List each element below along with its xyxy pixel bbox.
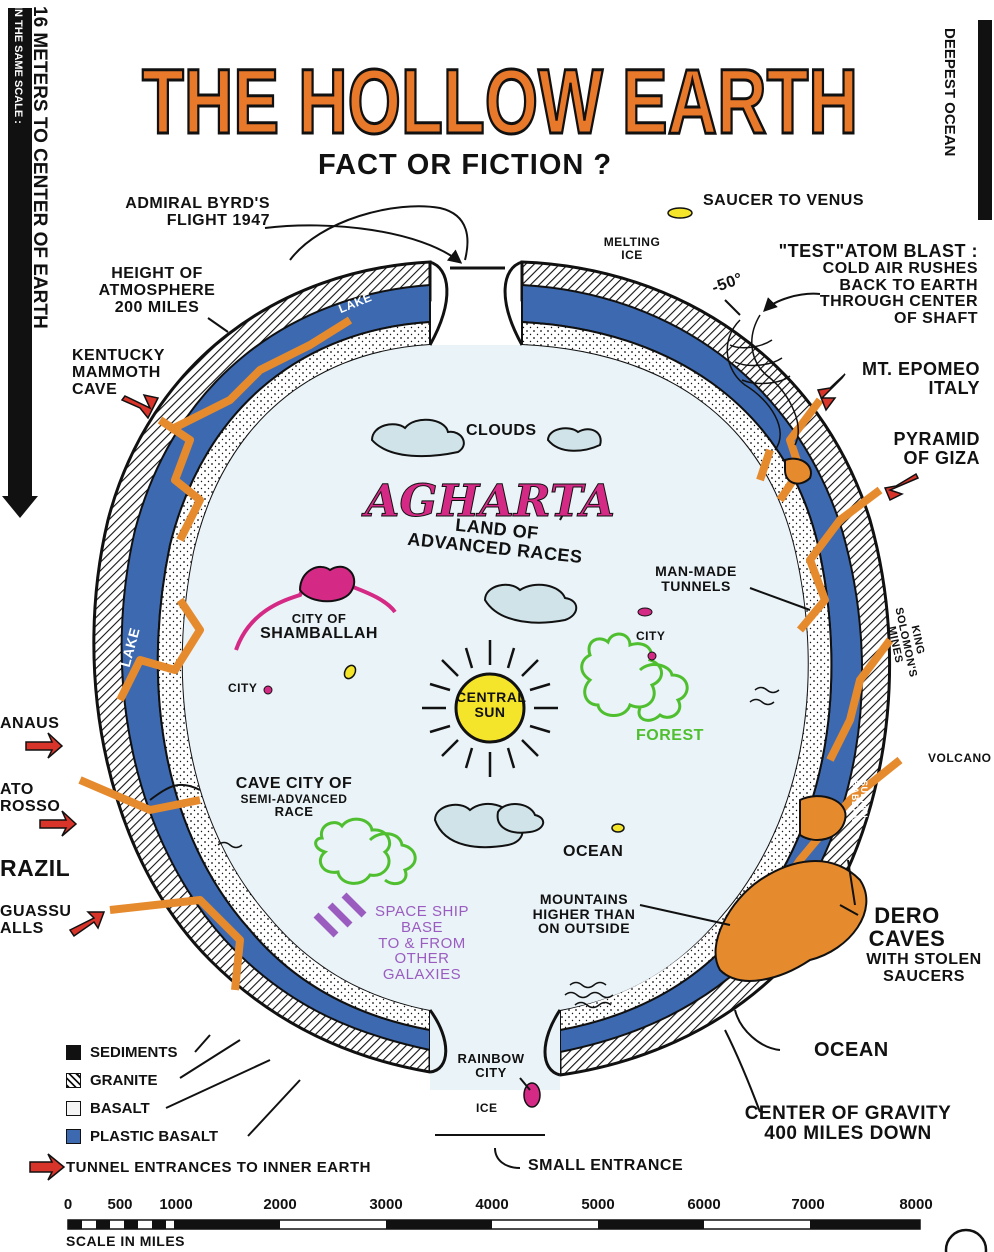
tunnel-legend: TUNNEL ENTRANCES TO INNER EARTH — [66, 1160, 371, 1176]
legend-swatch — [66, 1073, 81, 1088]
legend-swatch — [66, 1101, 81, 1116]
page-title: THE HOLLOW EARTH — [142, 51, 858, 153]
label-saucer-venus: SAUCER TO VENUS — [703, 193, 864, 210]
scale-tick: 3000 — [369, 1196, 402, 1213]
subtitle: FACT OR FICTION ? — [318, 150, 612, 180]
scale-tick: 5000 — [581, 1196, 614, 1213]
side-scale-note: IN THE SAME SCALE : — [12, 6, 24, 124]
scale-bar — [68, 1220, 920, 1229]
scale-tick: 8000 — [899, 1196, 932, 1213]
label-ocean-inner: OCEAN — [563, 844, 623, 861]
legend-item-sediments: SEDIMENTS — [66, 1042, 178, 1062]
legend-swatch — [66, 1129, 81, 1144]
side-deepest-ocean: DEEPEST OCEAN — [941, 28, 958, 156]
label-manaus: ANAUS — [0, 716, 59, 733]
label-volcano: VOLCANO — [928, 752, 992, 765]
scale-caption: SCALE IN MILES — [66, 1234, 185, 1249]
label-brazil: RAZIL — [0, 856, 70, 880]
scale-tick: 7000 — [791, 1196, 824, 1213]
scale-tick: 0 — [64, 1196, 72, 1213]
legend-item-granite: GRANITE — [66, 1070, 158, 1090]
scale-tick: 500 — [107, 1196, 132, 1213]
legend-item-plastic-basalt: PLASTIC BASALT — [66, 1126, 218, 1146]
label-clouds: CLOUDS — [466, 423, 537, 440]
label-city-left: CITY — [228, 682, 257, 695]
label-ocean-outer: OCEAN — [814, 1040, 889, 1061]
scale-tick: 1000 — [159, 1196, 192, 1213]
label-city-right: CITY — [636, 630, 665, 643]
side-center-distance: 16 METERS TO CENTER OF EARTH — [28, 6, 50, 329]
legend-swatch — [66, 1045, 81, 1060]
scale-tick: 2000 — [263, 1196, 296, 1213]
label-ice-bottom: ICE — [476, 1102, 498, 1115]
scale-tick: 4000 — [475, 1196, 508, 1213]
legend-item-basalt: BASALT — [66, 1098, 150, 1118]
label-forest: FOREST — [636, 728, 704, 745]
label-small-entrance: SMALL ENTRANCE — [528, 1158, 683, 1175]
scale-tick: 6000 — [687, 1196, 720, 1213]
